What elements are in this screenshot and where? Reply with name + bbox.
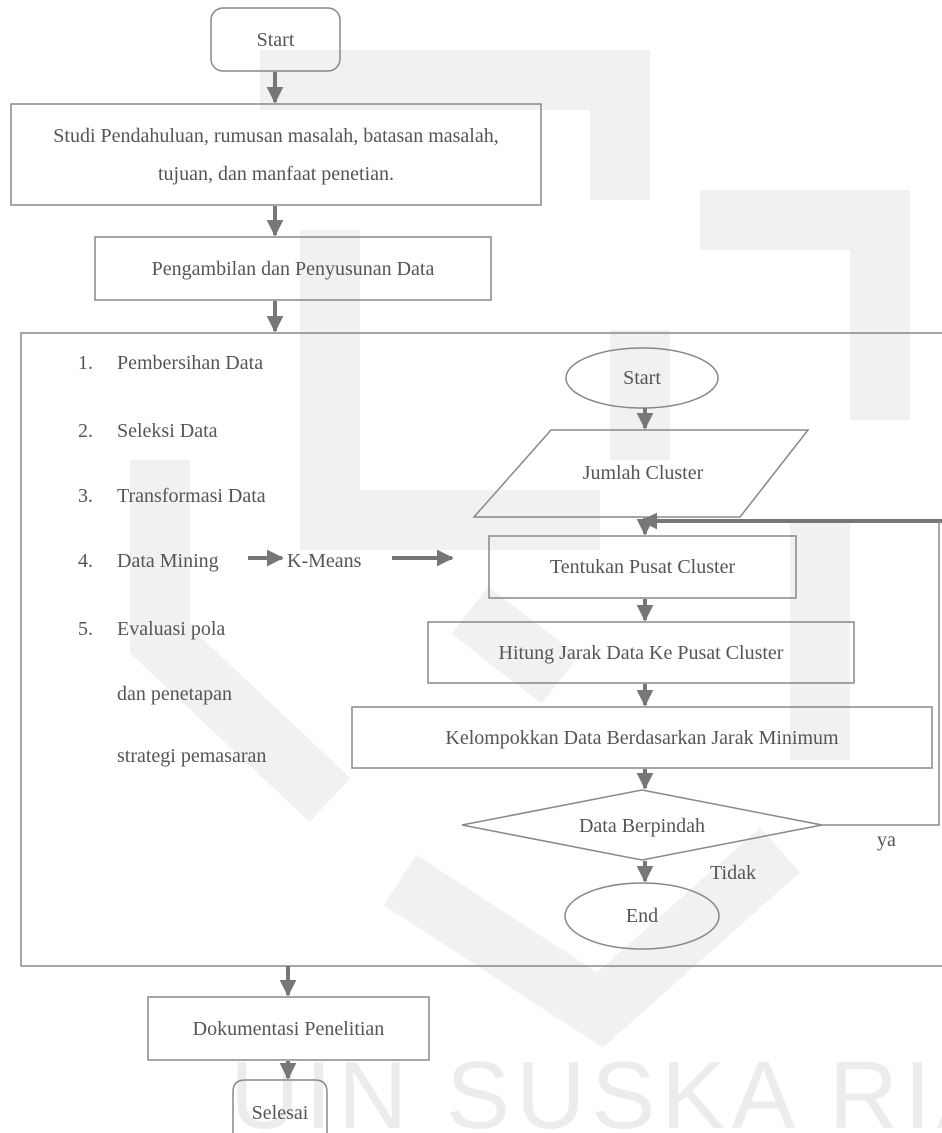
kmeans-step3-label: Kelompokkan Data Berdasarkan Jarak Minim… bbox=[445, 726, 839, 749]
loop-back-line bbox=[822, 521, 940, 826]
end-terminal bbox=[232, 1079, 328, 1133]
step-data-label: Pengambilan dan Penyusunan Data bbox=[151, 257, 435, 280]
kmeans-end-label: End bbox=[625, 905, 659, 927]
kmeans-step2-label: Hitung Jarak Data Ke Pusat Cluster bbox=[498, 641, 784, 664]
kmeans-start-label: Start bbox=[623, 367, 661, 389]
watermark-text: UIN SUSKA RIAU bbox=[230, 1042, 942, 1133]
kmeans-decision-diamond bbox=[461, 789, 823, 861]
list-item-3: Transformasi Data bbox=[117, 485, 266, 507]
list-item-1: Pembersihan Data bbox=[117, 352, 264, 374]
method-label: K-Means bbox=[287, 550, 362, 572]
process-container bbox=[20, 332, 942, 967]
list-item-5-line3: strategi pemasaran bbox=[117, 745, 267, 767]
step-study-label: Studi Pendahuluan, rumusan masalah, bata… bbox=[53, 124, 499, 185]
kmeans-step3-box bbox=[351, 706, 933, 769]
list-number-1: 1. bbox=[78, 352, 93, 374]
kmeans-start-oval bbox=[565, 347, 719, 409]
list-item-2: Seleksi Data bbox=[117, 420, 218, 442]
kmeans-step1-label: Tentukan Pusat Cluster bbox=[549, 556, 736, 578]
step-doc-box bbox=[147, 996, 430, 1061]
list-item-5: Evaluasi pola bbox=[117, 618, 226, 640]
kmeans-input-label: Jumlah Cluster bbox=[582, 462, 704, 484]
list-item-4: Data Mining bbox=[117, 550, 219, 572]
end-label: Selesai bbox=[251, 1102, 309, 1124]
kmeans-decision-label: Data Berpindah bbox=[578, 815, 706, 837]
kmeans-step1-box bbox=[488, 535, 797, 599]
start-label: Start bbox=[256, 28, 295, 51]
list-number-4: 4. bbox=[78, 550, 93, 572]
step-doc-label: Dokumentasi Penelitian bbox=[192, 1017, 385, 1040]
kmeans-end-oval bbox=[564, 882, 720, 950]
kmeans-step2-box bbox=[427, 621, 855, 684]
list-number-2: 2. bbox=[78, 420, 93, 442]
decision-yes-label: ya bbox=[877, 829, 896, 851]
list-item-5-line2: dan penetapan bbox=[117, 683, 232, 705]
list-number-5: 5. bbox=[78, 618, 93, 640]
decision-no-label: Tidak bbox=[710, 862, 756, 884]
step-data-box bbox=[94, 236, 492, 301]
list-number-3: 3. bbox=[78, 485, 93, 507]
step-study-box bbox=[10, 103, 542, 206]
kmeans-input-parallelogram bbox=[472, 429, 810, 518]
start-terminal bbox=[210, 7, 341, 72]
